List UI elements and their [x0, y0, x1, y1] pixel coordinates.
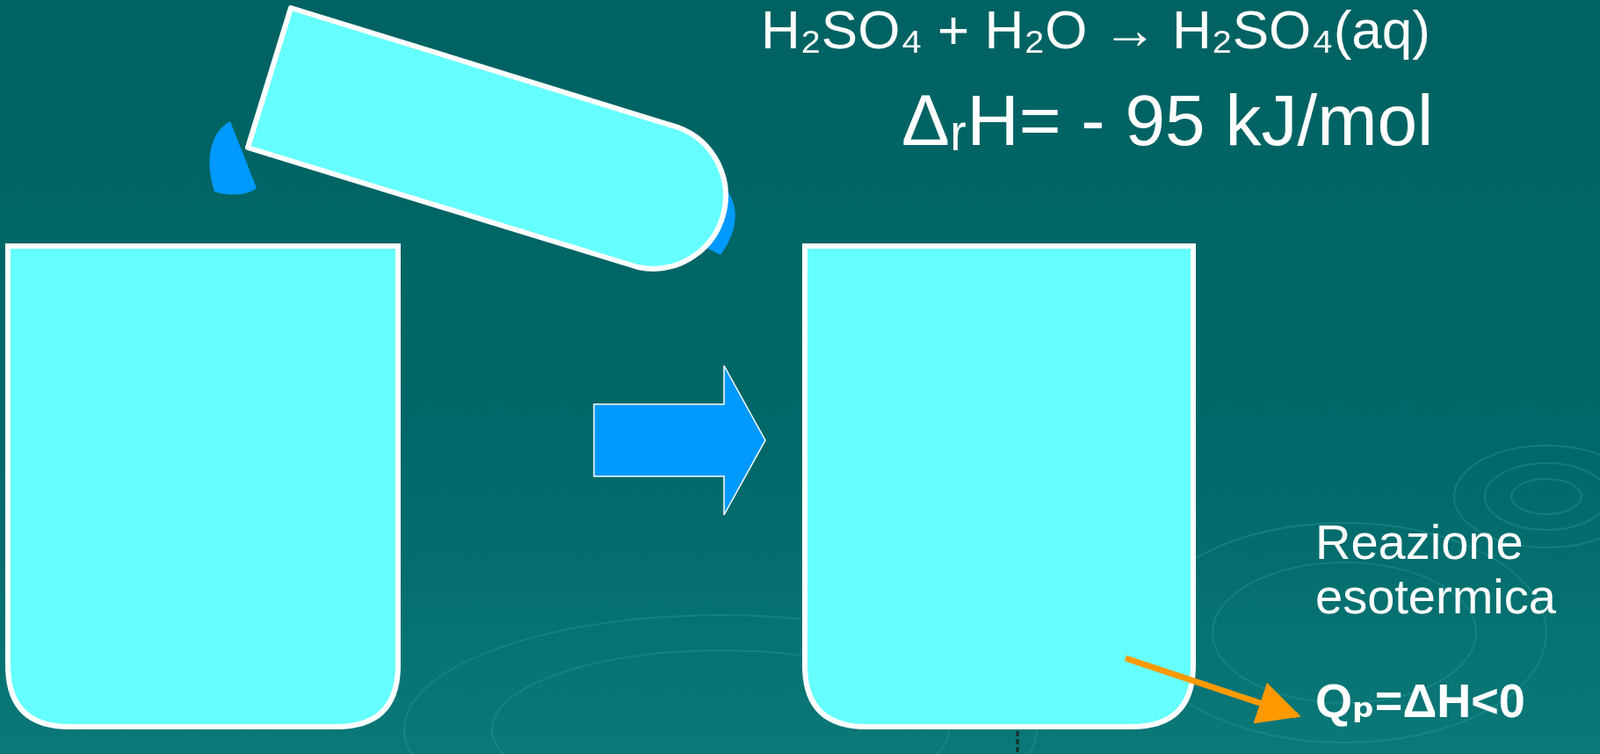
- beaker-before: [7, 246, 399, 727]
- test-tube: [247, 7, 726, 269]
- process-arrow: [593, 365, 766, 515]
- tick-mark: [1016, 731, 1020, 754]
- heat-relation: Qₚ=ΔH<0: [1315, 674, 1526, 727]
- reaction-type: Reazione esotermica: [1315, 514, 1579, 623]
- pouring-drop: [209, 121, 257, 195]
- leader-arrow: [1125, 658, 1297, 716]
- beaker-after: [804, 246, 1194, 727]
- reaction-equation: H₂SO₄ + H₂O → H₂SO₄(aq): [760, 0, 1431, 60]
- enthalpy-value: ΔᵣH= - 95 kJ/mol: [901, 80, 1434, 160]
